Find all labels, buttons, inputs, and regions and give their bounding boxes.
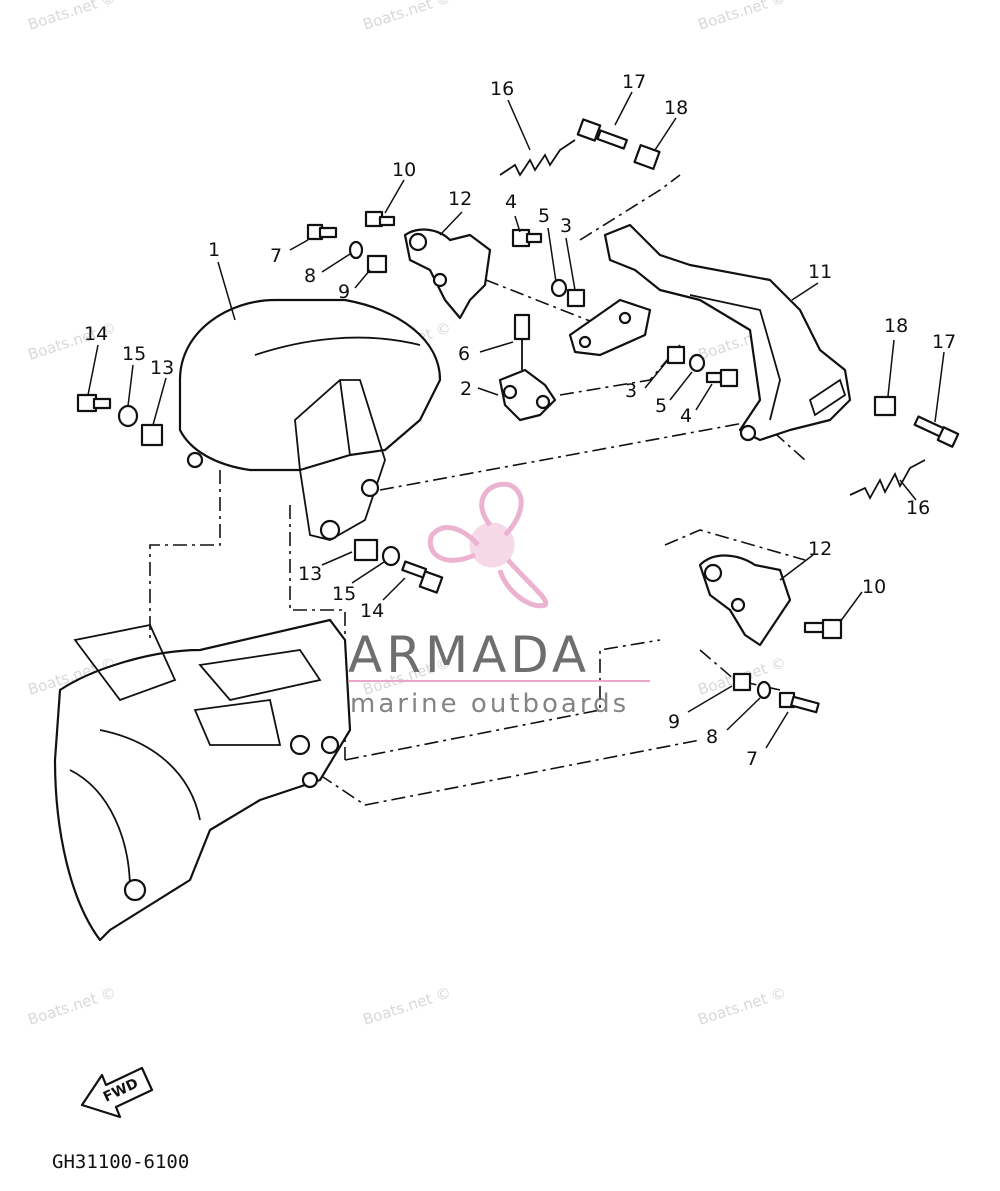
callout-number: 17 [932, 331, 956, 353]
callout-number: 15 [122, 343, 146, 365]
jet-pump-body [53, 618, 352, 942]
plate-bracket-lower [698, 554, 792, 647]
callout-number: 7 [270, 245, 282, 267]
bolt-icon [511, 228, 543, 248]
bolt-icon [364, 210, 396, 228]
collar-icon [366, 254, 388, 274]
spring-icon [849, 459, 926, 500]
diagram-code: GH31100-6100 [52, 1151, 189, 1173]
bracket-part-2 [498, 368, 557, 422]
washer-icon [381, 545, 401, 567]
callout-number: 4 [680, 405, 692, 427]
callout-number: 8 [706, 726, 718, 748]
callout-number: 3 [625, 380, 637, 402]
collar-icon [566, 288, 586, 308]
fasteners [76, 118, 960, 714]
bolt-icon [803, 618, 843, 640]
callout-labels: 1 2 3 4 5 6 7 8 9 10 11 12 13 14 15 16 1… [84, 71, 956, 770]
watermark: Boats.net © [26, 0, 119, 34]
watermark: Boats.net © [696, 983, 789, 1028]
callout-number: 10 [392, 159, 416, 181]
watermark: Boats.net © [361, 983, 454, 1028]
callout-number: 4 [505, 191, 517, 213]
washer-icon [117, 404, 139, 428]
callout-number: 8 [304, 265, 316, 287]
fwd-arrow: FWD [80, 1066, 154, 1119]
leader-lines [87, 91, 945, 749]
collar-icon [873, 395, 897, 417]
callout-number: 17 [622, 71, 646, 93]
logo-name: ARMADA [348, 626, 590, 684]
washer-icon [756, 680, 772, 700]
watermark: Boats.net © [26, 983, 119, 1028]
callout-number: 5 [655, 395, 667, 417]
callout-number: 14 [360, 600, 384, 622]
callout-number: 13 [150, 357, 174, 379]
propeller-icon [427, 481, 549, 609]
spring-icon [499, 139, 576, 177]
washer-icon [688, 353, 706, 373]
callout-number: 16 [906, 497, 930, 519]
bolt-icon [913, 415, 960, 448]
callout-number: 3 [560, 215, 572, 237]
callout-number: 1 [208, 239, 220, 261]
callout-number: 18 [884, 315, 908, 337]
callout-number: 2 [460, 378, 472, 400]
callout-number: 5 [538, 205, 550, 227]
collar-icon [732, 672, 752, 692]
callout-number: 14 [84, 323, 108, 345]
callout-number: 7 [746, 748, 758, 770]
armada-logo: ARMADA marine outboards [348, 481, 650, 719]
grease-nipple [513, 313, 531, 370]
plate-bracket-upper [403, 228, 492, 320]
cross-member [603, 223, 852, 442]
collar-icon [140, 423, 164, 447]
washer-icon [550, 278, 568, 298]
bolt-icon [76, 393, 112, 413]
callout-number: 6 [458, 343, 470, 365]
bolt-icon [778, 691, 820, 714]
callout-number: 10 [862, 576, 886, 598]
bolt-icon [306, 223, 338, 241]
logo-divider [348, 680, 650, 682]
bolt-icon [401, 560, 444, 594]
bolt-icon [705, 368, 739, 388]
callout-number: 13 [298, 563, 322, 585]
link-plate [568, 298, 652, 357]
collar-icon [633, 144, 661, 170]
callout-number: 11 [808, 261, 832, 283]
callout-number: 15 [332, 583, 356, 605]
logo-tagline: marine outboards [350, 689, 629, 719]
watermark: Boats.net © [361, 0, 454, 34]
callout-number: 12 [808, 538, 832, 560]
collar-icon [353, 538, 379, 562]
washer-icon [348, 240, 364, 260]
callout-number: 16 [490, 78, 514, 100]
watermark: Boats.net © [696, 0, 789, 34]
callout-number: 9 [338, 281, 350, 303]
callout-number: 18 [664, 97, 688, 119]
engine-mount-bracket [178, 298, 442, 541]
callout-number: 12 [448, 188, 472, 210]
callout-number: 9 [668, 711, 680, 733]
bolt-icon [576, 118, 628, 150]
collar-icon [666, 345, 686, 365]
